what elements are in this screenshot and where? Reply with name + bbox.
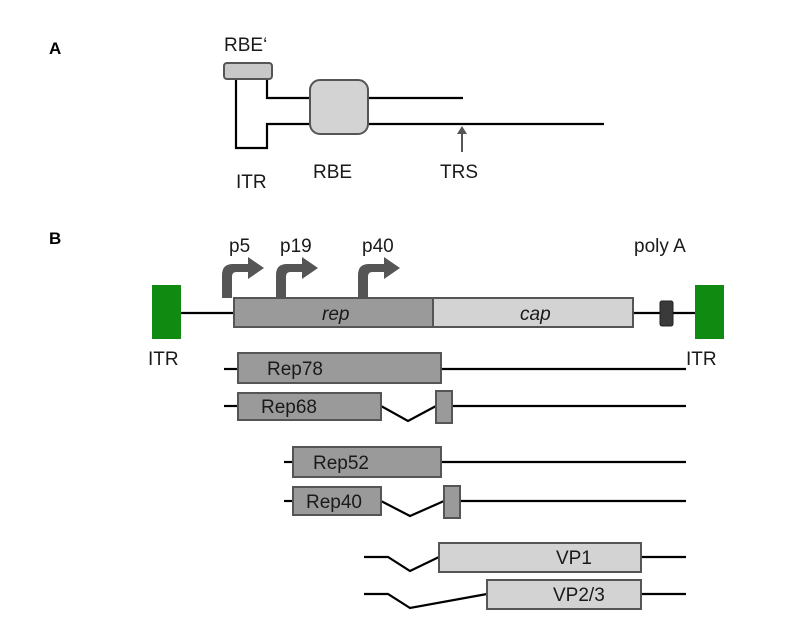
rep68-box <box>237 392 382 421</box>
vp23-splice-line <box>364 592 488 610</box>
vp23-box <box>486 579 642 610</box>
transcript-rep40: Rep40 <box>284 485 686 519</box>
rep52-label: Rep52 <box>313 453 369 474</box>
itr-hairpin <box>234 76 604 150</box>
rep40-box <box>292 486 382 516</box>
lower-strand <box>234 76 604 150</box>
panel-a-label: A <box>49 39 61 58</box>
rep52-box <box>292 446 442 478</box>
cap-gene-box <box>432 297 634 328</box>
rbe-prime-label: RBE‘ <box>224 35 267 56</box>
poly-a-box <box>659 300 674 327</box>
trs-label: TRS <box>440 162 478 183</box>
itr-label-a: ITR <box>236 172 267 193</box>
promoter-p19-label: p19 <box>280 236 312 257</box>
rbe-box <box>309 79 369 135</box>
poly-a-label: poly A <box>634 236 686 257</box>
rep68-exon2-box <box>435 390 453 424</box>
upper-strand <box>265 76 463 100</box>
vp1-label: VP1 <box>556 548 592 569</box>
trs-arrow-head <box>457 126 467 134</box>
promoter-p40-label: p40 <box>362 236 394 257</box>
p5-arrow-icon <box>222 257 264 298</box>
p19-arrow-icon <box>276 257 318 298</box>
promoter-arrows <box>222 257 400 298</box>
transcript-vp2-3: VP2/3 <box>364 579 686 610</box>
rep40-label: Rep40 <box>306 492 362 513</box>
transcript-rep52: Rep52 <box>284 446 686 478</box>
rep68-label: Rep68 <box>261 397 317 418</box>
transcript-rep78: Rep78 <box>224 352 686 384</box>
rbe-prime-box <box>223 62 273 80</box>
cap-label: cap <box>520 304 551 325</box>
itr-left-label: ITR <box>148 349 179 370</box>
vp23-label: VP2/3 <box>553 585 605 606</box>
promoter-p5-label: p5 <box>229 236 250 257</box>
rep-gene-box <box>233 297 434 328</box>
rep68-splice-line <box>380 405 437 423</box>
rep40-exon2-box <box>443 485 461 519</box>
vp1-box <box>438 542 642 573</box>
panel-b-label: B <box>49 229 61 248</box>
rep40-splice-line <box>380 499 445 518</box>
transcript-rep68: Rep68 <box>224 390 686 424</box>
rep-label: rep <box>322 304 349 325</box>
rbe-label: RBE <box>313 162 352 183</box>
itr-right-label: ITR <box>686 349 717 370</box>
p40-arrow-icon <box>358 257 400 298</box>
itr-right-box <box>695 285 724 339</box>
transcript-vp1: VP1 <box>364 542 686 573</box>
itr-left-box <box>152 285 181 339</box>
rep78-label: Rep78 <box>267 359 323 380</box>
rep78-box <box>237 352 442 384</box>
vp1-splice-line <box>364 555 440 573</box>
